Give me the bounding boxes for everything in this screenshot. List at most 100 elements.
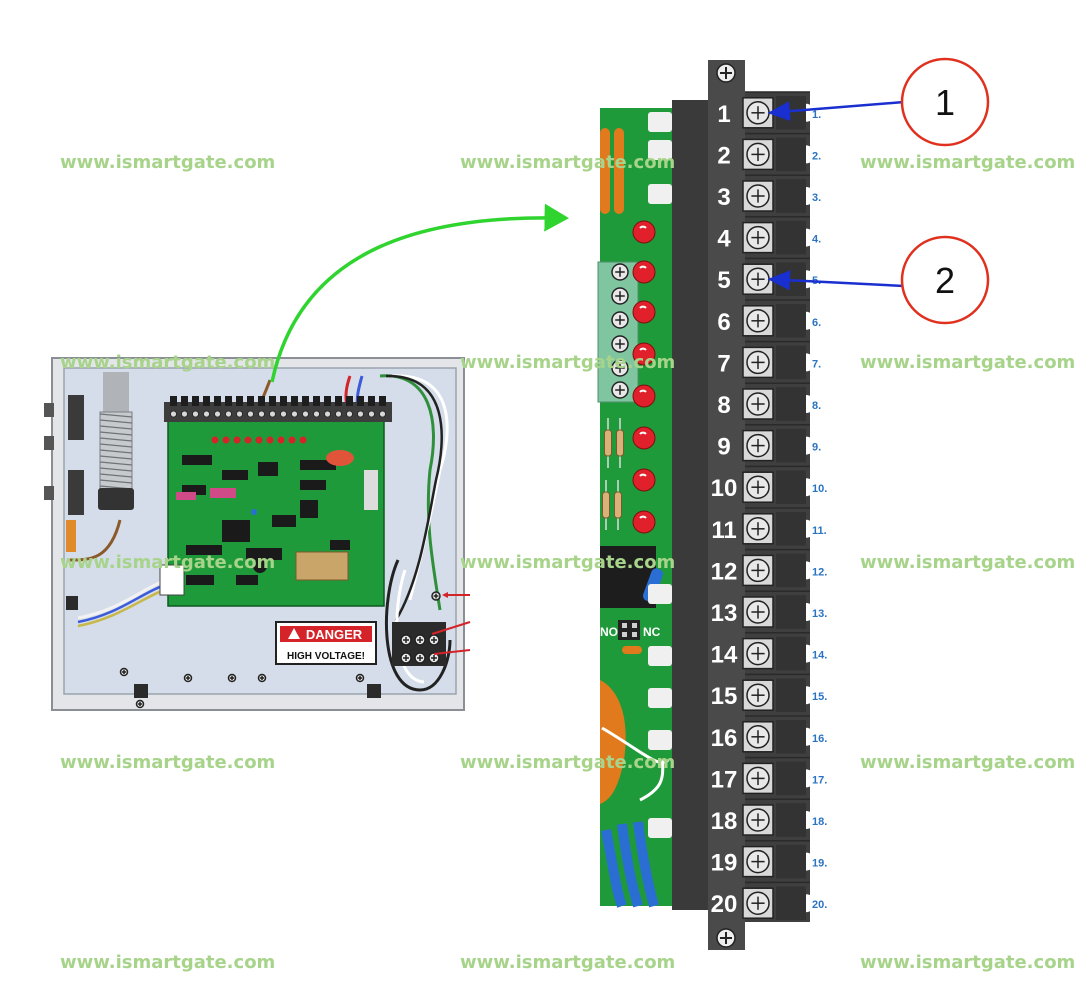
terminal-number-16: 16: [711, 725, 738, 752]
pcb-screw-terminal: [611, 335, 629, 353]
jumper-no-label: NO: [600, 625, 618, 639]
callout-circle: [900, 235, 990, 325]
terminal-lug: [806, 478, 815, 497]
mini-terminal: [203, 396, 210, 406]
terminal-screw[interactable]: [746, 766, 770, 791]
power-terminal-screw: [414, 634, 426, 646]
mini-terminal: [302, 396, 309, 406]
jumper-pin: [622, 632, 627, 637]
status-led: [632, 384, 656, 408]
terminal-side-label-13: 13.: [812, 608, 827, 620]
pcb-components: [159, 436, 378, 596]
solder-pad: [648, 584, 672, 604]
terminal-screw[interactable]: [746, 309, 770, 333]
spring-conduit: [98, 372, 134, 510]
terminal-screw[interactable]: [746, 517, 770, 541]
terminal-screw[interactable]: [746, 267, 770, 291]
mini-terminal-screw: [192, 410, 199, 418]
terminal-screw[interactable]: [746, 475, 770, 499]
terminal-number-9: 9: [717, 434, 730, 461]
pcb-screw-terminal: [611, 311, 629, 329]
terminal-side-label-2: 2.: [812, 150, 821, 162]
terminal-screw[interactable]: [746, 350, 770, 375]
terminal-screw[interactable]: [746, 808, 770, 832]
terminal-screw[interactable]: [746, 433, 770, 458]
control-box: DANGER HIGH VOLTAGE!: [44, 357, 471, 711]
pcb-screw-terminal: [611, 359, 629, 377]
dip-switch: [210, 488, 236, 498]
mini-terminal-screw: [280, 410, 287, 418]
terminal-screw[interactable]: [746, 184, 770, 208]
danger-subtitle: HIGH VOLTAGE!: [287, 651, 365, 662]
mini-terminal: [280, 396, 287, 406]
solder-pad: [648, 688, 672, 708]
terminal-lug: [806, 311, 815, 330]
jumper-pin: [632, 632, 637, 637]
callout-number: 2: [935, 260, 955, 301]
pcb-led: [277, 436, 285, 444]
mini-terminal: [324, 396, 331, 406]
zoomed-board: NO NC: [597, 60, 827, 950]
terminal-lug: [806, 769, 815, 788]
terminal-side-label-17: 17.: [812, 774, 827, 786]
mini-terminal-screw: [225, 410, 232, 418]
terminal-screw[interactable]: [746, 558, 770, 583]
terminal-side-label-20: 20.: [812, 899, 827, 911]
box-screw: [183, 673, 193, 683]
resistor: [616, 418, 624, 468]
pcb-chip: [258, 462, 278, 476]
terminal-screw[interactable]: [746, 891, 770, 915]
status-led: [632, 260, 656, 284]
jumper-pin: [622, 623, 627, 628]
terminal-lug: [806, 561, 815, 580]
terminal-screw[interactable]: [746, 600, 770, 624]
pcb-chip: [186, 545, 222, 555]
power-terminal-screw: [400, 652, 412, 664]
terminal-screw[interactable]: [746, 849, 770, 874]
mini-terminal-screw: [379, 410, 386, 418]
mini-terminal-screw: [181, 410, 188, 418]
mini-terminal: [214, 396, 221, 406]
mini-terminal-screw: [258, 410, 265, 418]
status-led: [632, 300, 656, 324]
terminal-side-label-10: 10.: [812, 483, 827, 495]
terminal-side-label-4: 4.: [812, 234, 821, 246]
mini-terminal-screw: [269, 410, 276, 418]
terminal-side-label-15: 15.: [812, 691, 827, 703]
callout-pointer: [767, 100, 905, 122]
side-switches: [44, 395, 84, 515]
terminal-housing: [776, 220, 806, 255]
terminal-screw[interactable]: [746, 142, 770, 167]
solder-pad: [648, 646, 672, 666]
terminal-screw[interactable]: [746, 101, 770, 125]
mini-terminal: [247, 396, 254, 406]
terminal-screw[interactable]: [746, 641, 770, 666]
resistor: [614, 480, 622, 530]
pcb-led: [222, 436, 230, 444]
terminal-lug: [806, 270, 815, 289]
terminal-screw[interactable]: [746, 683, 770, 707]
terminal-lug: [806, 187, 815, 205]
mini-terminal: [313, 396, 320, 406]
terminal-screw[interactable]: [746, 225, 770, 250]
mini-terminal-screw: [291, 410, 298, 418]
mini-terminal-screw: [247, 410, 254, 418]
terminal-screw[interactable]: [746, 392, 770, 416]
terminal-number-12: 12: [711, 558, 738, 585]
terminal-housing: [776, 345, 806, 380]
solder-pad: [648, 730, 672, 750]
callout-circle: [900, 57, 990, 147]
pcb-led: [299, 436, 307, 444]
pcb-screw-terminal: [611, 263, 629, 281]
status-led: [632, 342, 656, 366]
mini-terminal: [269, 396, 276, 406]
terminal-lug: [806, 811, 815, 829]
mini-terminal-screw: [357, 410, 364, 418]
terminal-screw[interactable]: [746, 725, 770, 749]
